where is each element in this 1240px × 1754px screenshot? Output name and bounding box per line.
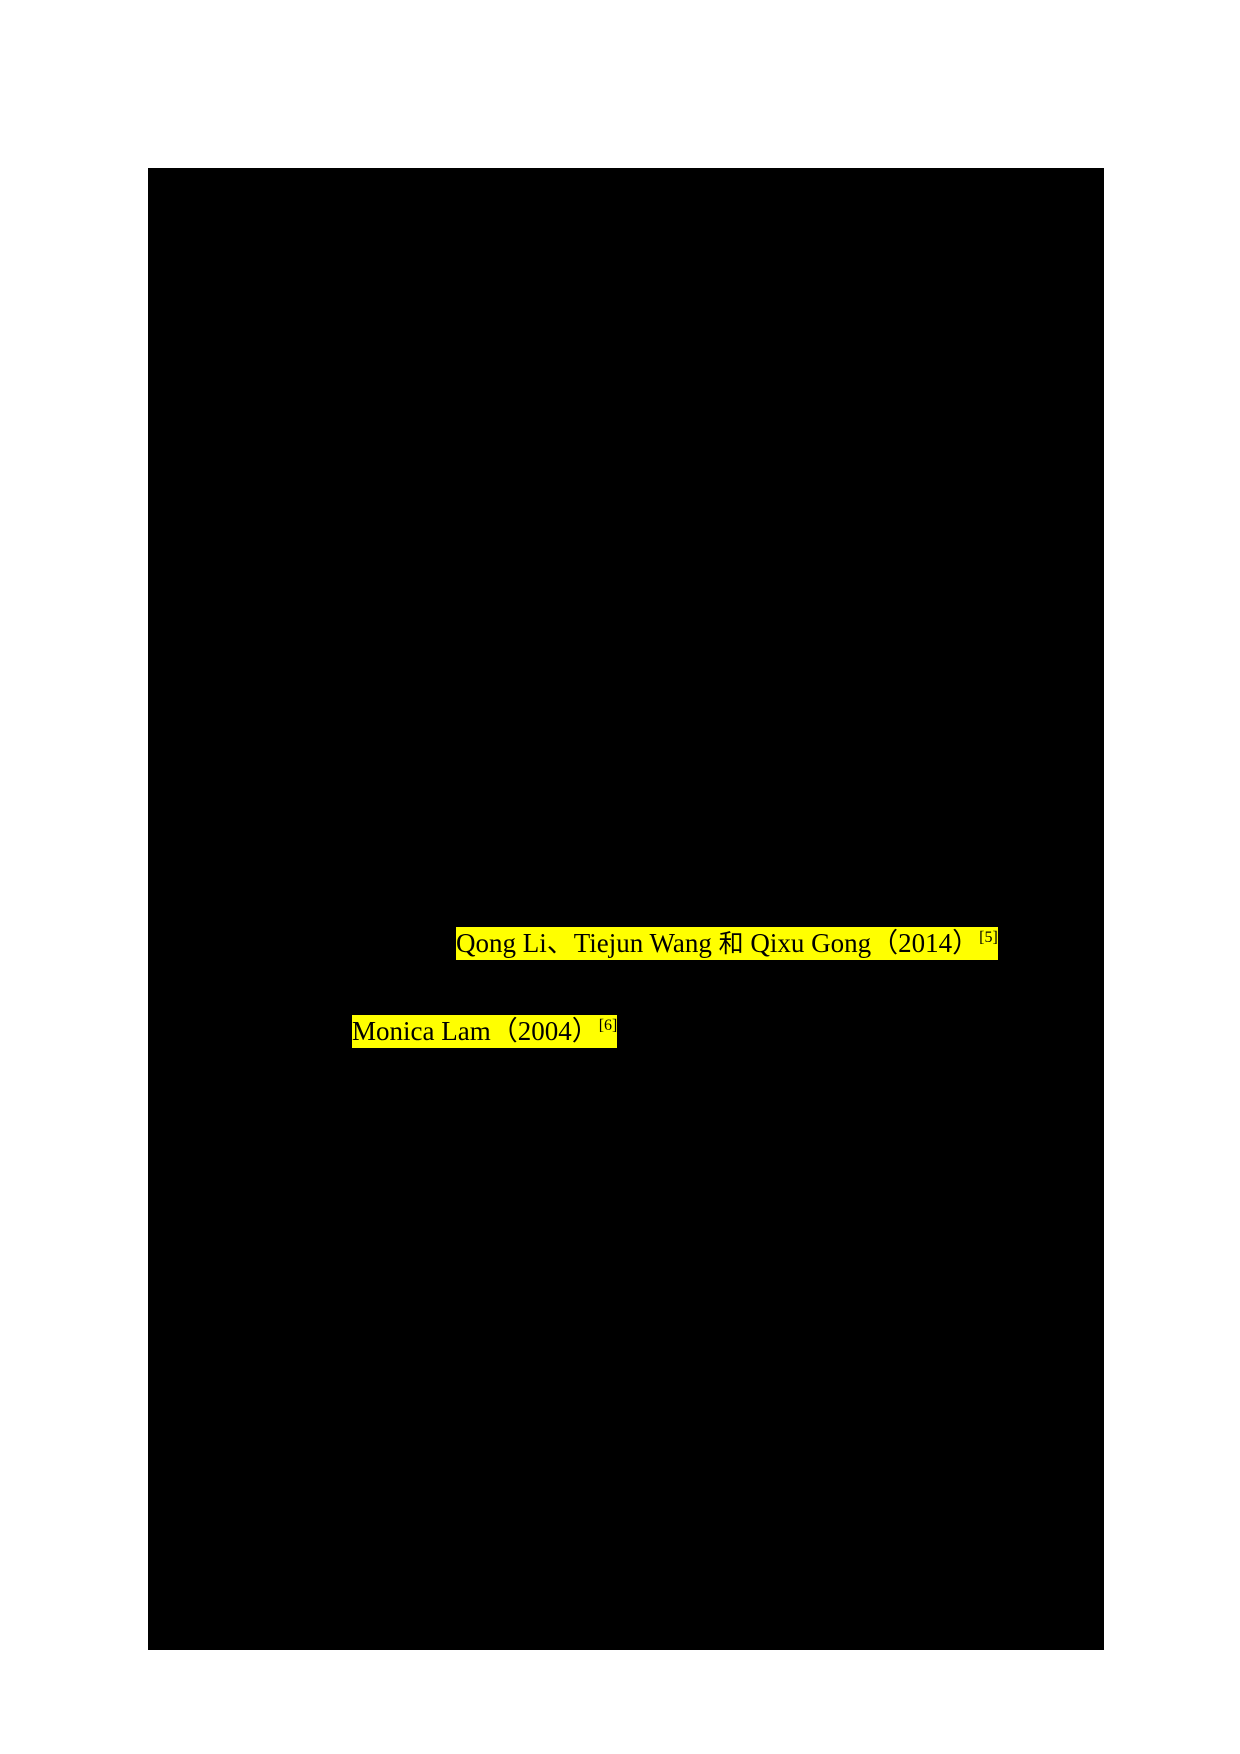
citation-2-year: （2004） — [490, 1016, 599, 1046]
citation-2-authors-part-a: Monica Lam — [352, 1016, 491, 1046]
citation-2-highlight: Monica Lam（2004）[6] — [352, 1015, 618, 1048]
text-layer: Qong Li、Tiejun Wang 和 Qixu Gong（2014）[5]… — [148, 168, 1104, 1650]
citation-line-1: Qong Li、Tiejun Wang 和 Qixu Gong（2014）[5] — [456, 926, 998, 961]
citation-2-reference-marker: [6] — [598, 1017, 618, 1034]
citation-1-authors-part-a: Qong Li、Tiejun Wang — [456, 928, 719, 958]
citation-1-year: （2014） — [871, 928, 980, 958]
citation-1-highlight: Qong Li、Tiejun Wang 和 Qixu Gong（2014）[5] — [456, 927, 998, 960]
citation-1-conjunction: 和 — [718, 929, 744, 958]
redacted-content-block — [148, 168, 1104, 1650]
citation-1-reference-marker: [5] — [979, 929, 998, 946]
citation-1-authors-part-b: Qixu Gong — [743, 928, 872, 958]
citation-line-2: Monica Lam（2004）[6] — [352, 1014, 618, 1048]
